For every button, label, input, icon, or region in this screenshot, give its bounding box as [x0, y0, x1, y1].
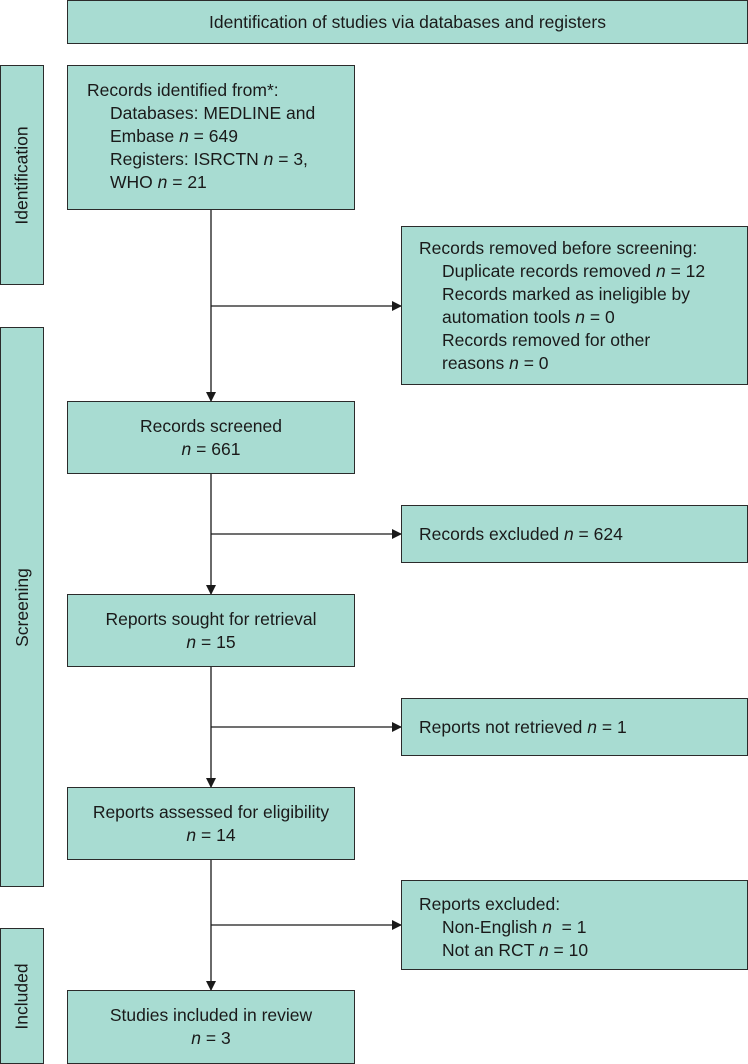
removed-line3: automation tools n = 0 — [442, 307, 615, 327]
not-retrieved-label: Reports not retrieved n = 1 — [419, 717, 627, 737]
records-excluded-box: Records excluded n = 624 — [401, 505, 748, 563]
excluded-label: Records excluded n = 624 — [419, 524, 623, 544]
reports-assessed-box: Reports assessed for eligibility n = 14 — [67, 787, 355, 860]
reports-sought-box: Reports sought for retrieval n = 15 — [67, 594, 355, 667]
studies-included-box: Studies included in review n = 3 — [67, 990, 355, 1064]
records-identified-box: Records identified from*: Databases: MED… — [67, 65, 355, 210]
identified-line4: WHO n = 21 — [110, 172, 207, 192]
removed-line5: reasons n = 0 — [442, 353, 549, 373]
removed-line1: Duplicate records removed n = 12 — [442, 261, 706, 281]
header-title: Identification of studies via databases … — [209, 11, 606, 32]
phase-screening: Screening — [0, 327, 44, 887]
removed-line2: Records marked as ineligible by — [442, 284, 691, 304]
identified-line1: Databases: MEDLINE and — [110, 103, 316, 123]
reports-not-retrieved-box: Reports not retrieved n = 1 — [401, 698, 748, 756]
header-box: Identification of studies via databases … — [67, 0, 748, 44]
phase-screening-label: Screening — [11, 567, 32, 647]
identified-line3: Registers: ISRCTN n = 3, — [110, 149, 308, 169]
screened-label: Records screened — [139, 415, 283, 436]
reports-excluded-line1: Non-English n = 1 — [442, 917, 587, 937]
included-label: Studies included in review — [109, 1005, 313, 1025]
phase-identification: Identification — [0, 65, 44, 285]
reports-excluded-line2: Not an RCT n = 10 — [442, 940, 589, 960]
sought-label: Reports sought for retrieval — [105, 608, 317, 629]
included-count: n = 3 — [191, 1028, 231, 1048]
identified-line2: Embase n = 649 — [110, 126, 238, 146]
records-removed-box: Records removed before screening: Duplic… — [401, 226, 748, 385]
reports-excluded-box: Reports excluded: Non-English n = 1 Not … — [401, 880, 748, 970]
removed-heading: Records removed before screening: — [419, 238, 698, 258]
sought-count: n = 15 — [186, 631, 236, 652]
identified-heading: Records identified from*: — [87, 80, 279, 100]
phase-included: Included — [0, 928, 44, 1064]
assessed-count: n = 14 — [186, 824, 236, 845]
screened-count: n = 661 — [181, 438, 241, 459]
records-screened-box: Records screened n = 661 — [67, 401, 355, 474]
phase-included-label: Included — [11, 962, 32, 1030]
removed-line4: Records removed for other — [442, 330, 651, 350]
reports-excluded-heading: Reports excluded: — [419, 894, 561, 914]
assessed-label: Reports assessed for eligibility — [92, 801, 330, 822]
phase-identification-label: Identification — [11, 125, 32, 225]
